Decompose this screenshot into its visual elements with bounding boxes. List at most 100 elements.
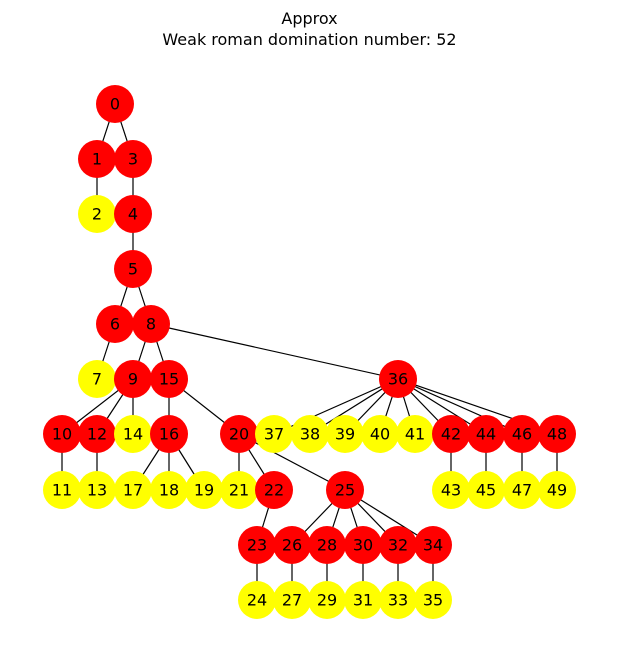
node-label: 45 xyxy=(476,481,496,500)
node-42: 42 xyxy=(432,415,470,453)
node-37: 37 xyxy=(255,415,293,453)
node-label: 12 xyxy=(87,425,107,444)
node-circle xyxy=(114,415,152,453)
node-circle xyxy=(238,581,276,619)
node-34: 34 xyxy=(414,526,452,564)
figure-title: Approx xyxy=(281,9,337,28)
node-circle xyxy=(291,415,329,453)
node-3: 3 xyxy=(114,140,152,178)
node-label: 18 xyxy=(159,481,179,500)
node-48: 48 xyxy=(538,415,576,453)
node-label: 24 xyxy=(247,591,267,610)
node-label: 46 xyxy=(512,425,532,444)
node-label: 17 xyxy=(123,481,143,500)
node-5: 5 xyxy=(114,250,152,288)
node-circle xyxy=(78,360,116,398)
node-label: 28 xyxy=(317,536,337,555)
node-circle xyxy=(114,140,152,178)
node-circle xyxy=(78,140,116,178)
node-circle xyxy=(503,415,541,453)
node-circle xyxy=(96,305,134,343)
node-circle xyxy=(432,415,470,453)
node-27: 27 xyxy=(273,581,311,619)
node-25: 25 xyxy=(326,471,364,509)
node-28: 28 xyxy=(308,526,346,564)
node-21: 21 xyxy=(220,471,258,509)
node-circle xyxy=(114,471,152,509)
node-circle xyxy=(308,526,346,564)
node-9: 9 xyxy=(114,360,152,398)
node-label: 34 xyxy=(423,536,443,555)
node-38: 38 xyxy=(291,415,329,453)
node-label: 9 xyxy=(128,370,138,389)
node-47: 47 xyxy=(503,471,541,509)
node-41: 41 xyxy=(396,415,434,453)
node-label: 38 xyxy=(300,425,320,444)
node-circle xyxy=(414,581,452,619)
node-circle xyxy=(379,526,417,564)
node-circle xyxy=(220,415,258,453)
node-24: 24 xyxy=(238,581,276,619)
node-label: 5 xyxy=(128,260,138,279)
node-circle xyxy=(255,471,293,509)
node-label: 48 xyxy=(547,425,567,444)
node-0: 0 xyxy=(96,85,134,123)
node-label: 10 xyxy=(52,425,72,444)
node-8: 8 xyxy=(132,305,170,343)
node-circle xyxy=(255,415,293,453)
node-label: 32 xyxy=(388,536,408,555)
node-circle xyxy=(308,581,346,619)
node-label: 8 xyxy=(146,315,156,334)
node-label: 11 xyxy=(52,481,72,500)
node-circle xyxy=(344,581,382,619)
node-circle xyxy=(150,360,188,398)
node-label: 0 xyxy=(110,95,120,114)
node-circle xyxy=(379,581,417,619)
node-circle xyxy=(78,415,116,453)
node-circle xyxy=(78,195,116,233)
node-23: 23 xyxy=(238,526,276,564)
node-circle xyxy=(238,526,276,564)
node-39: 39 xyxy=(326,415,364,453)
node-circle xyxy=(396,415,434,453)
node-40: 40 xyxy=(361,415,399,453)
node-circle xyxy=(43,415,81,453)
node-circle xyxy=(467,415,505,453)
node-label: 39 xyxy=(335,425,355,444)
node-44: 44 xyxy=(467,415,505,453)
node-4: 4 xyxy=(114,195,152,233)
node-22: 22 xyxy=(255,471,293,509)
node-circle xyxy=(273,581,311,619)
node-36: 36 xyxy=(379,360,417,398)
node-label: 35 xyxy=(423,591,443,610)
node-circle xyxy=(43,471,81,509)
node-20: 20 xyxy=(220,415,258,453)
node-label: 21 xyxy=(229,481,249,500)
node-label: 47 xyxy=(512,481,532,500)
node-label: 15 xyxy=(159,370,179,389)
edge-8-36 xyxy=(150,323,399,380)
node-label: 33 xyxy=(388,591,408,610)
node-13: 13 xyxy=(78,471,116,509)
node-circle xyxy=(150,471,188,509)
node-15: 15 xyxy=(150,360,188,398)
node-label: 1 xyxy=(92,150,102,169)
node-circle xyxy=(344,526,382,564)
node-label: 44 xyxy=(476,425,496,444)
node-label: 23 xyxy=(247,536,267,555)
node-6: 6 xyxy=(96,305,134,343)
node-label: 22 xyxy=(264,481,284,500)
node-circle xyxy=(220,471,258,509)
node-circle xyxy=(503,471,541,509)
node-label: 49 xyxy=(547,481,567,500)
node-circle xyxy=(361,415,399,453)
node-label: 25 xyxy=(335,481,355,500)
node-1: 1 xyxy=(78,140,116,178)
node-circle xyxy=(538,471,576,509)
node-label: 41 xyxy=(405,425,425,444)
node-circle xyxy=(326,415,364,453)
node-label: 20 xyxy=(229,425,249,444)
node-circle xyxy=(96,85,134,123)
node-11: 11 xyxy=(43,471,81,509)
